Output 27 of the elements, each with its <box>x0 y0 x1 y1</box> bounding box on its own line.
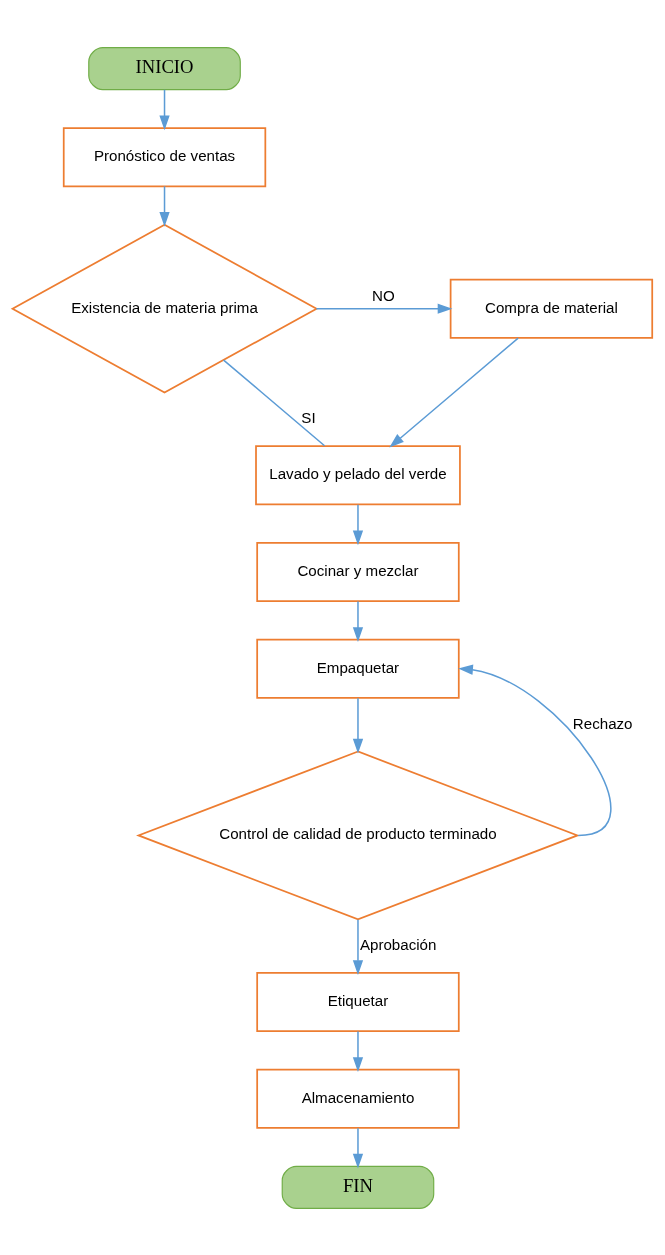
node-box: Pronóstico de ventas <box>62 126 267 187</box>
node-box: FIN <box>281 1165 435 1209</box>
node-box: Cocinar y mezclar <box>256 541 460 602</box>
arrow <box>352 503 364 545</box>
arrow <box>159 88 170 130</box>
edge-label: Rechazo <box>572 714 633 732</box>
node-box: INICIO <box>88 46 241 90</box>
arrow <box>159 185 170 227</box>
arrow <box>352 696 364 754</box>
connector <box>222 358 326 447</box>
node-box: Lavado y pelado del verde <box>255 444 461 505</box>
node-diamond: Control de calidad de producto terminado <box>136 750 580 920</box>
arrow <box>315 303 453 314</box>
arrow <box>352 1126 364 1168</box>
node-diamond: Existencia de materia prima <box>10 223 319 394</box>
edge-label: SI <box>301 408 316 426</box>
node-box: Empaquetar <box>256 638 460 699</box>
node-box: Compra de material <box>449 278 654 339</box>
arrow <box>352 918 364 975</box>
arrow <box>352 600 364 642</box>
node-box: Almacenamiento <box>256 1068 460 1129</box>
arrow <box>458 664 612 836</box>
arrow <box>389 336 519 447</box>
edge-label: NO <box>372 286 395 304</box>
arrow <box>352 1030 364 1072</box>
edge-label: Aprobación <box>359 935 437 953</box>
node-box: Etiquetar <box>256 971 460 1032</box>
